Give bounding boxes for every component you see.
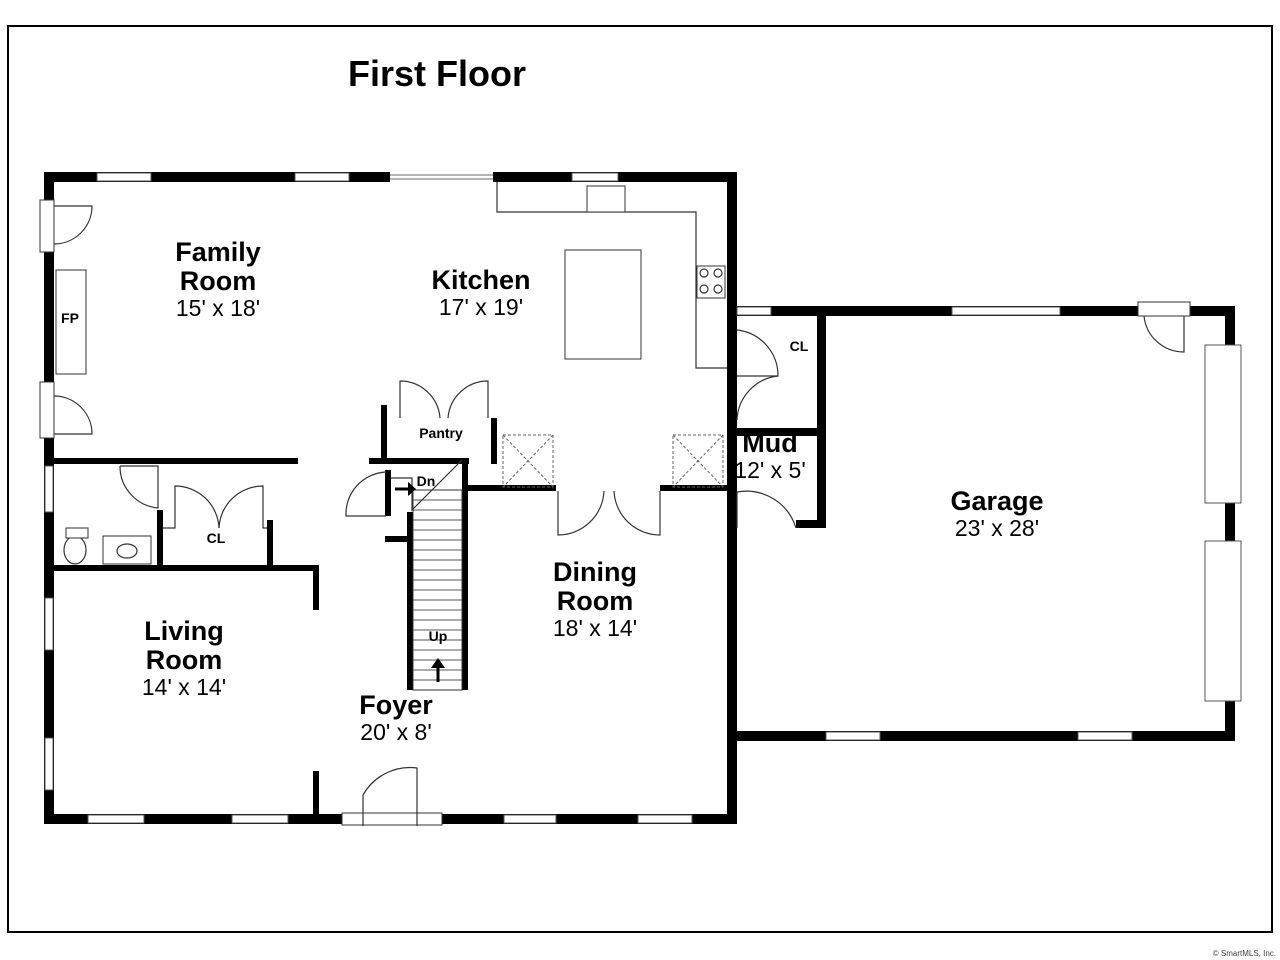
vanity-sink <box>102 535 152 565</box>
interior-walls <box>54 405 727 814</box>
stairs-up-label: Up <box>429 628 448 644</box>
living-room-name-2: Room <box>146 645 223 675</box>
kitchen-island <box>564 249 642 360</box>
mud-name: Mud <box>742 428 797 458</box>
dining-room-dims: 18' x 14' <box>553 615 637 641</box>
kitchen-fixtures <box>496 182 727 369</box>
room-labels: Family Room 15' x 18' Kitchen 17' x 19' … <box>142 237 1044 745</box>
kitchen-sink <box>586 185 626 213</box>
fireplace <box>55 269 87 375</box>
small-labels: FP Pantry CL CL Dn Up <box>61 310 809 644</box>
mud-dims: 12' x 5' <box>734 457 805 483</box>
stairs-down-label: Dn <box>417 473 436 489</box>
living-room-name-1: Living <box>144 616 224 646</box>
living-room-dims: 14' x 14' <box>142 674 226 700</box>
dining-room-name-2: Room <box>557 586 634 616</box>
foyer-name: Foyer <box>359 690 433 720</box>
foyer-dims: 20' x 8' <box>360 719 431 745</box>
dining-room-name-1: Dining <box>553 557 637 587</box>
kitchen-name: Kitchen <box>431 265 530 295</box>
garage-name: Garage <box>950 486 1043 516</box>
garage-dims: 23' x 28' <box>955 515 1039 541</box>
kitchen-dims: 17' x 19' <box>439 294 523 320</box>
stairs-down-arrow-icon <box>395 482 416 496</box>
toilet <box>63 535 87 565</box>
door-swings <box>39 199 1191 826</box>
copyright-credit: © SmartMLS, Inc. <box>1213 949 1276 958</box>
family-room-name-1: Family <box>175 237 261 267</box>
family-room-dims: 15' x 18' <box>176 295 260 321</box>
skylights <box>502 434 724 488</box>
hall-closet-label: CL <box>207 530 226 546</box>
staircase <box>391 459 463 691</box>
plan-title: First Floor <box>348 53 526 94</box>
pantry-label: Pantry <box>419 425 463 441</box>
windows <box>44 172 1242 824</box>
page-frame <box>7 25 1273 933</box>
mud-closet-label: CL <box>790 338 809 354</box>
sliding-door <box>390 174 493 180</box>
family-room-name-2: Room <box>180 266 257 296</box>
stairs-up-arrow-icon <box>431 658 445 682</box>
powder-room-fixtures <box>63 527 152 565</box>
fireplace-label: FP <box>61 310 79 326</box>
